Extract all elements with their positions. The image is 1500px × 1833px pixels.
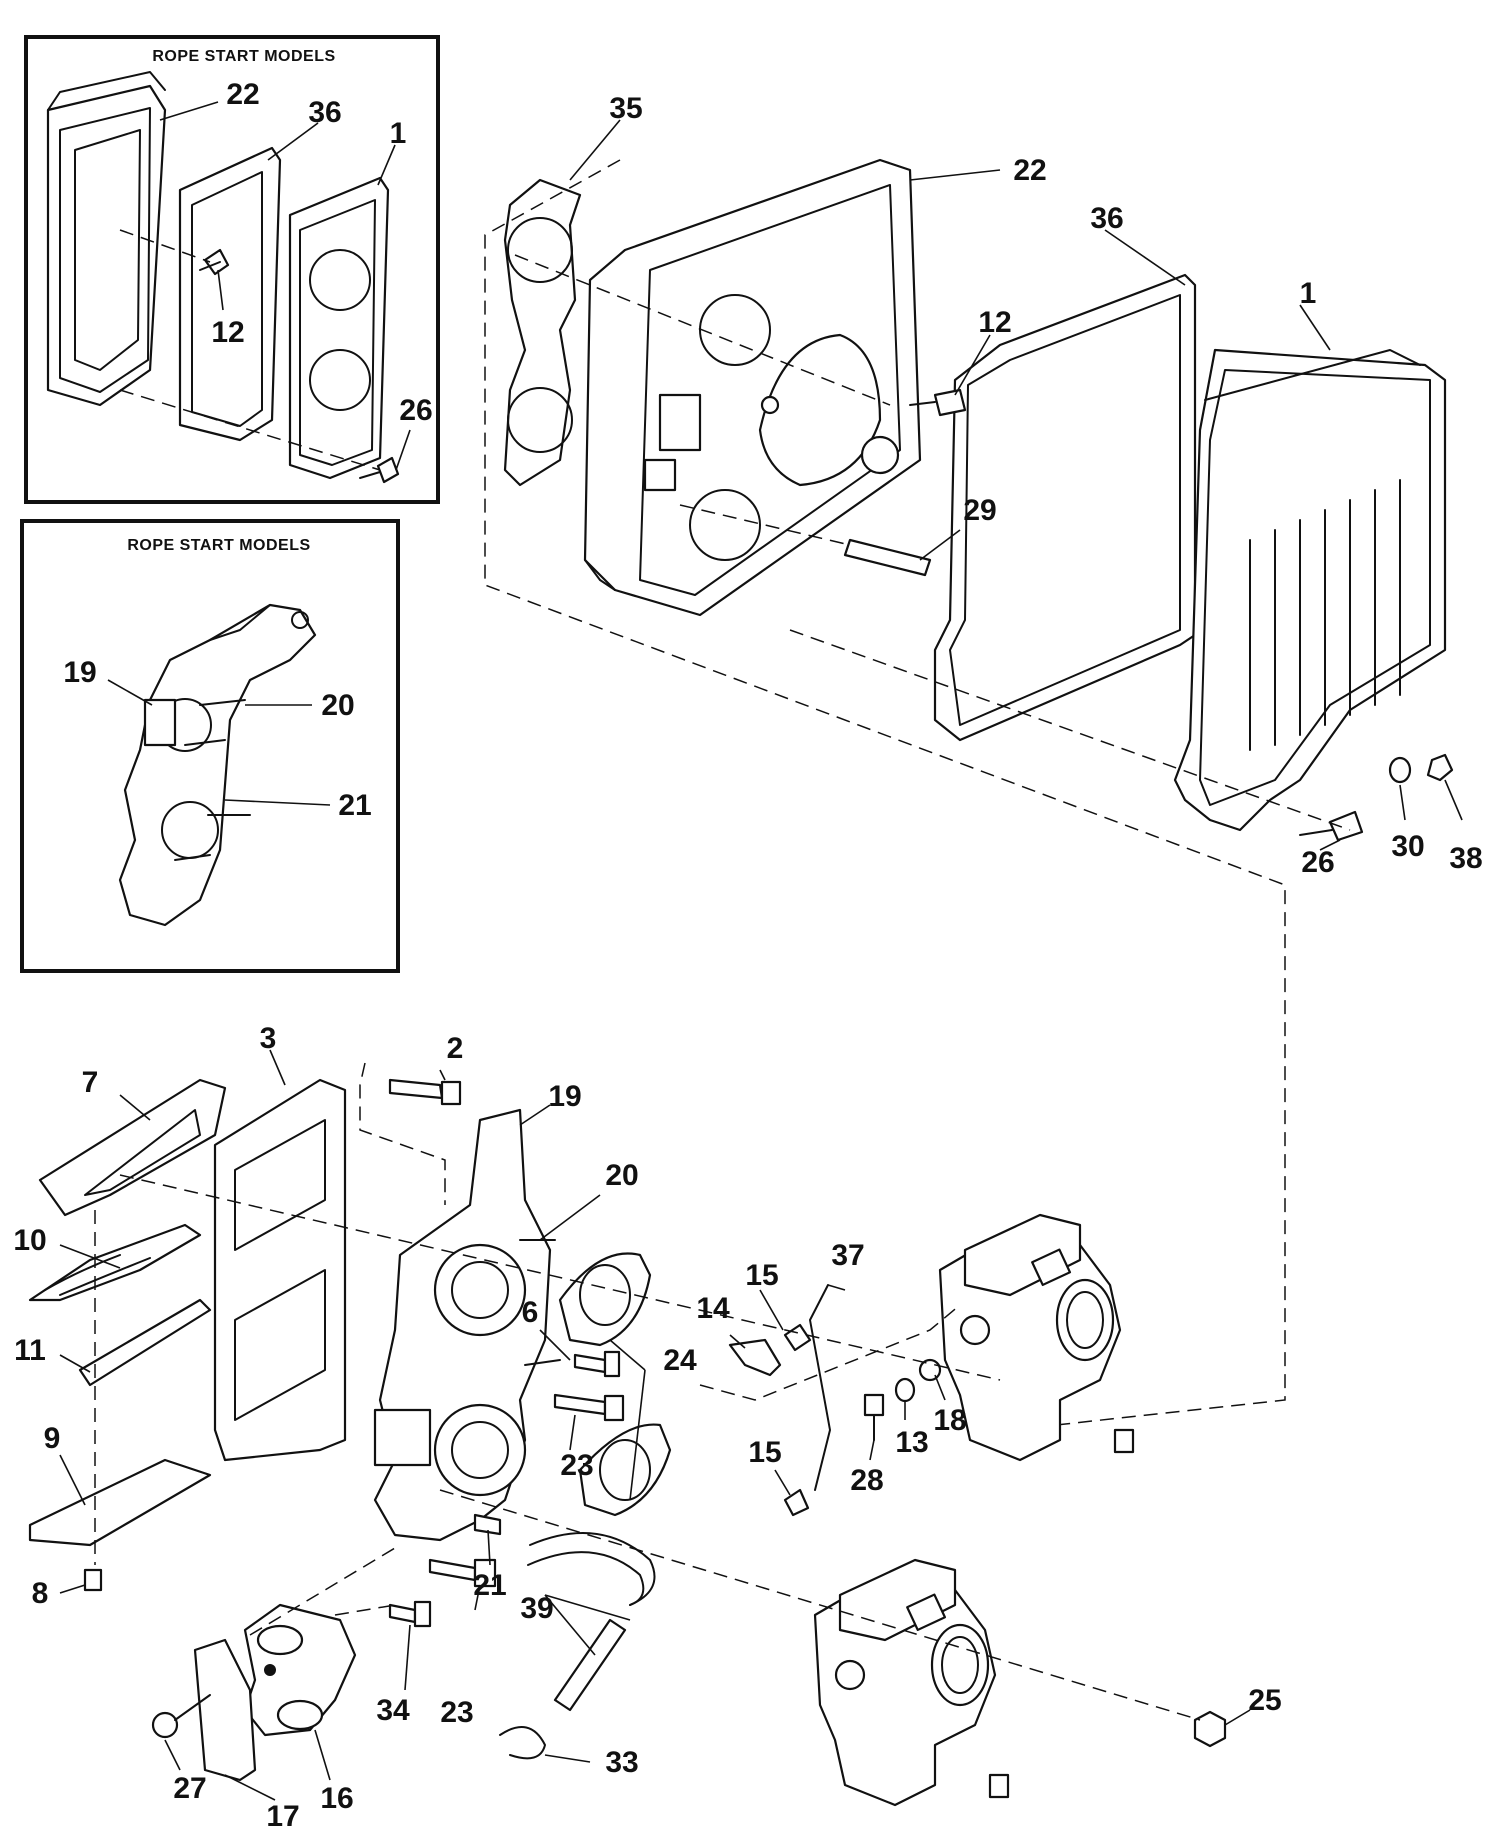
- callout-29: 29: [963, 494, 996, 527]
- callout-16: 16: [320, 1782, 353, 1815]
- callout-37: 37: [831, 1239, 864, 1272]
- reed-stop-11: [78, 1298, 212, 1387]
- reed-block-9: [28, 1458, 212, 1547]
- callout-22: 22: [226, 78, 259, 111]
- inset-box-title: ROPE START MODELS: [127, 537, 310, 554]
- callout-6: 6: [522, 1296, 539, 1329]
- callout-10: 10: [13, 1224, 46, 1257]
- rod-connector-15-lower: [783, 1488, 810, 1517]
- cover-ribs: [1249, 479, 1401, 751]
- gasket-36: [933, 273, 1197, 742]
- screw-12: [909, 388, 967, 417]
- screw-28: [863, 1393, 885, 1441]
- inset-gasket: [178, 146, 282, 442]
- gasket-24-upper: [558, 1252, 652, 1347]
- callout-15: 15: [745, 1259, 778, 1292]
- inset-box-intake-manifold: ROPE START MODELS 19 20 21: [20, 519, 400, 973]
- inset-manifold: [118, 603, 317, 927]
- callout-25: 25: [1248, 1684, 1281, 1717]
- bolt-23-upper: [553, 1393, 625, 1422]
- callout-8: 8: [32, 1577, 49, 1610]
- washer-13: [894, 1377, 916, 1403]
- fuel-hose-39: [527, 1532, 656, 1712]
- callout-33: 33: [605, 1746, 638, 1779]
- bolt-2: [388, 1078, 462, 1106]
- callout-11: 11: [14, 1334, 46, 1367]
- callout-34: 34: [376, 1694, 410, 1727]
- callout-30: 30: [1391, 830, 1424, 863]
- reed-petals-10: [28, 1223, 202, 1302]
- callout-14: 14: [696, 1292, 730, 1325]
- carburetor-lower: [813, 1558, 1010, 1807]
- carburetor-upper: [938, 1213, 1135, 1462]
- callout-28: 28: [850, 1464, 883, 1497]
- callout-13: 13: [895, 1426, 928, 1459]
- callout-23: 23: [440, 1696, 473, 1729]
- callout-21: 21: [338, 789, 371, 822]
- bolt-26: [1299, 810, 1364, 842]
- stud-29: [843, 538, 932, 577]
- callout-3: 3: [260, 1022, 277, 1055]
- callout-7: 7: [82, 1066, 99, 1099]
- lockwasher-18: [918, 1358, 942, 1382]
- inset-box-intake-cover: ROPE START MODELS: [24, 35, 440, 504]
- callout-19: 19: [548, 1080, 581, 1113]
- callout-39: 39: [520, 1592, 553, 1625]
- inset-air-silencer-base: [46, 71, 167, 407]
- callout-12: 12: [978, 306, 1011, 339]
- reed-plate-7: [38, 1078, 227, 1217]
- callout-2: 2: [447, 1032, 464, 1065]
- gasket-24-lower: [578, 1423, 672, 1517]
- gasket-35: [503, 178, 582, 487]
- callout-23: 23: [560, 1449, 593, 1482]
- callout-26: 26: [1301, 846, 1334, 879]
- choke-link-14: [728, 1338, 782, 1377]
- callout-20: 20: [321, 689, 354, 722]
- bolt-23-lower: [428, 1558, 497, 1588]
- stud-21: [473, 1513, 502, 1536]
- callout-22: 22: [1013, 154, 1046, 187]
- gasket-3: [213, 1078, 347, 1462]
- inset-box-title: ROPE START MODELS: [152, 48, 335, 65]
- callout-35: 35: [609, 92, 642, 125]
- callout-1: 1: [390, 117, 407, 150]
- rod-connector-15-upper: [783, 1323, 812, 1352]
- callout-9: 9: [44, 1422, 61, 1455]
- inset-screw: [199, 248, 230, 276]
- hose-clamp-33: [499, 1726, 546, 1760]
- callout-24: 24: [663, 1344, 697, 1377]
- air-silencer-base-22: [583, 158, 922, 617]
- callout-17: 17: [266, 1800, 299, 1833]
- screw-8: [83, 1568, 103, 1592]
- choke-bracket-16: [243, 1603, 357, 1737]
- screw-34: [388, 1600, 432, 1628]
- washer-30: [1388, 756, 1412, 784]
- screw-6: [573, 1350, 621, 1378]
- air-silencer-cover-1: [1173, 348, 1447, 832]
- callout-27: 27: [173, 1772, 206, 1805]
- callout-36: 36: [308, 96, 341, 129]
- callout-12: 12: [211, 316, 244, 349]
- nut-25: [1193, 1710, 1227, 1748]
- callout-19: 19: [63, 656, 96, 689]
- inset-bolt: [359, 456, 400, 484]
- callout-21: 21: [473, 1569, 506, 1602]
- callout-38: 38: [1449, 842, 1482, 875]
- inset-air-silencer-cover: [288, 176, 390, 480]
- callout-36: 36: [1090, 202, 1123, 235]
- gasket-17: [193, 1638, 257, 1782]
- callout-18: 18: [933, 1404, 966, 1437]
- choke-rod-37: [809, 1284, 831, 1491]
- callout-1: 1: [1300, 277, 1317, 310]
- callout-26: 26: [399, 394, 432, 427]
- bolt-27: [151, 1694, 211, 1739]
- nut-38: [1426, 753, 1454, 782]
- callout-15: 15: [748, 1436, 781, 1469]
- intake-manifold-19: [373, 1108, 561, 1542]
- callout-20: 20: [605, 1159, 638, 1192]
